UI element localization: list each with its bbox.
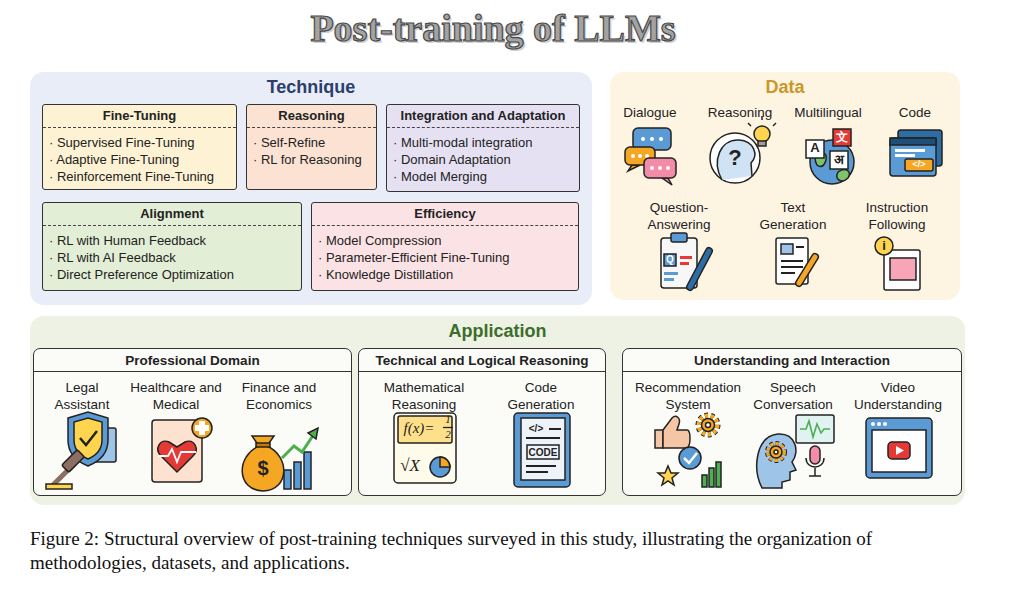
bullet-item: · Model Compression bbox=[312, 232, 578, 249]
icon-text: अ bbox=[830, 152, 848, 167]
box-heading: Technique bbox=[30, 72, 592, 98]
icon-text: </> bbox=[521, 423, 551, 435]
box-heading: Application bbox=[30, 316, 965, 342]
icon-text: 1 bbox=[443, 413, 453, 426]
bullet-item: · Adaptive Fine-Tuning bbox=[43, 151, 236, 168]
icon-text: i bbox=[879, 238, 889, 253]
application-group: Professional Domain bbox=[33, 348, 352, 496]
bullet-item: · Knowledge Distillation bbox=[312, 266, 578, 283]
category-box: Alignment · RL with Human Feedback· RL wi… bbox=[42, 202, 302, 291]
item-label: Code Generation bbox=[501, 379, 581, 413]
item-label: Healthcare and Medical bbox=[121, 379, 231, 413]
application-group: Technical and Logical Reasoning bbox=[358, 348, 606, 496]
bullet-item: · Self-Refine bbox=[247, 134, 376, 151]
item-label: Finance and Economics bbox=[229, 379, 329, 413]
bullet-item: · RL for Reasoning bbox=[247, 151, 376, 168]
item-label: Dialogue bbox=[610, 104, 690, 121]
item-label: Question- Answering bbox=[639, 199, 719, 233]
box-heading: Integration and Adaptation bbox=[387, 105, 579, 128]
box-heading: Understanding and Interaction bbox=[623, 349, 961, 372]
item-label: Instruction Following bbox=[842, 199, 952, 233]
item-label: Multilingual bbox=[783, 104, 873, 121]
box-heading: Efficiency bbox=[312, 203, 578, 226]
box-heading: Data bbox=[610, 72, 960, 98]
figure-caption: Figure 2: Structural overview of post-tr… bbox=[30, 527, 975, 575]
icon-text: √X bbox=[395, 456, 425, 476]
box-heading: Professional Domain bbox=[34, 349, 351, 372]
bullet-item: · RL with Human Feedback bbox=[43, 232, 301, 249]
section-panel: TechniqueFine-Tuning · Supervised Fine-Tu… bbox=[30, 72, 592, 305]
box-heading: Technical and Logical Reasoning bbox=[359, 349, 605, 372]
box-heading: Reasoning bbox=[247, 105, 376, 128]
bullet-item: · Parameter-Efficient Fine-Tuning bbox=[312, 249, 578, 266]
bullet-item: · Multi-modal integration bbox=[387, 134, 579, 151]
item-label: Reasoning bbox=[700, 104, 780, 121]
category-box: Integration and Adaptation · Multi-modal … bbox=[386, 104, 580, 192]
box-heading: Alignment bbox=[43, 203, 301, 226]
icon-text: 2 bbox=[443, 428, 453, 441]
icon-text: ? bbox=[725, 145, 745, 170]
category-box: Reasoning · Self-Refine· RL for Reasoning bbox=[246, 104, 377, 190]
icon-text: $ bbox=[255, 457, 271, 480]
box-heading: Fine-Tuning bbox=[43, 105, 236, 128]
item-label: Mathematical Reasoning bbox=[374, 379, 474, 413]
icon-text: Q bbox=[664, 254, 676, 266]
item-label: Text Generation bbox=[753, 199, 833, 233]
bullet-item: · Model Merging bbox=[387, 168, 579, 185]
item-label: Code bbox=[885, 104, 945, 121]
bullet-item: · Direct Preference Optimization bbox=[43, 266, 301, 283]
bullet-item: · Reinforcement Fine-Tuning bbox=[43, 168, 236, 185]
icon-text: </> bbox=[905, 159, 933, 169]
item-label: Video Understanding bbox=[848, 379, 948, 413]
item-label: Speech Conversation bbox=[748, 379, 838, 413]
item-label: Legal Assistant bbox=[42, 379, 122, 413]
icon-text: f(x)= bbox=[397, 420, 441, 437]
icon-text: A bbox=[806, 140, 824, 155]
icon-text: CODE bbox=[526, 447, 560, 459]
code-generation-icon-part bbox=[527, 445, 559, 459]
category-box: Efficiency · Model Compression· Parameter… bbox=[311, 202, 579, 291]
figure-title: Post-training of LLMs bbox=[193, 6, 793, 50]
bullet-item: · RL with AI Feedback bbox=[43, 249, 301, 266]
category-box: Fine-Tuning · Supervised Fine-Tuning· Ada… bbox=[42, 104, 237, 190]
item-label: Recommendation System bbox=[628, 379, 748, 413]
application-group: Understanding and Interaction bbox=[622, 348, 962, 496]
bullet-item: · Domain Adaptation bbox=[387, 151, 579, 168]
icon-text: 文 bbox=[833, 130, 851, 144]
bullet-item: · Supervised Fine-Tuning bbox=[43, 134, 236, 151]
